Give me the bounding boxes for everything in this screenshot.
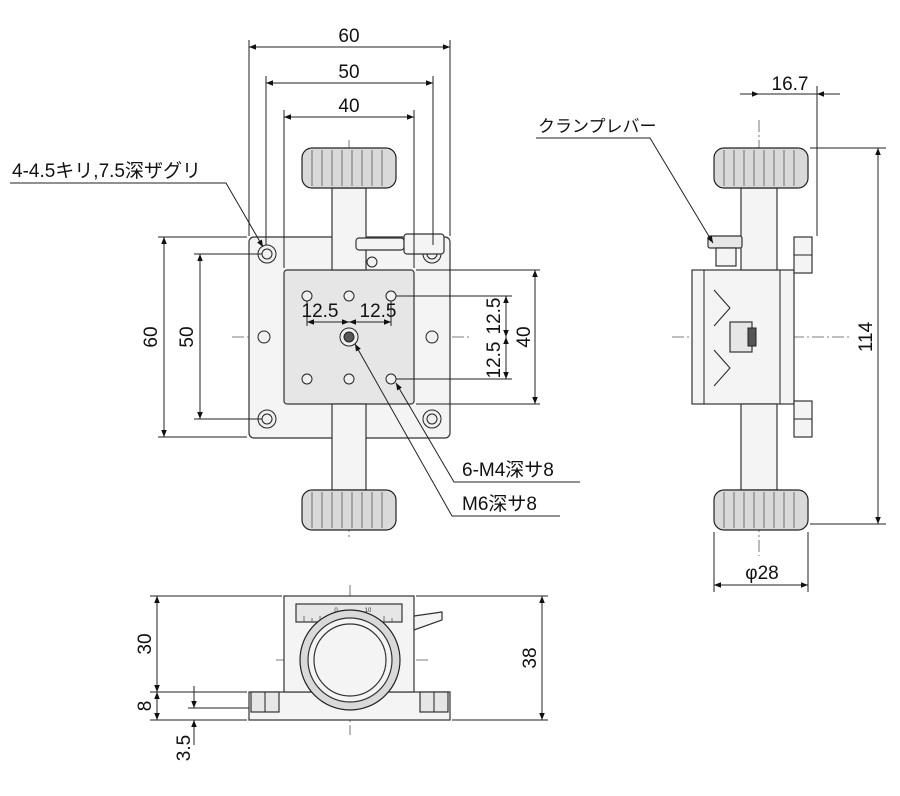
dim-width-50: 50 [338, 62, 359, 83]
dim-pitch-upper: 12.5 [484, 298, 505, 335]
side-upper-knob [713, 147, 809, 189]
dim-pitch-lower: 12.5 [484, 342, 505, 379]
upper-knob [301, 147, 397, 189]
dim-base-8: 8 [135, 701, 156, 712]
tapped-hole-note: 6-M4深サ8 [462, 459, 554, 481]
clamp-lever-label: クランプレバー [538, 117, 657, 136]
side-lower-knob [713, 489, 809, 531]
dim-base-3-5: 3.5 [174, 735, 195, 761]
dim-pitch-left: 12.5 [302, 301, 339, 322]
dim-knob-diameter: φ28 [745, 563, 778, 584]
dim-offset: 16.7 [772, 74, 809, 95]
dim-pitch-right: 12.5 [360, 301, 397, 322]
dim-height-30: 30 [135, 633, 156, 654]
dim-height-total: 114 [856, 321, 877, 352]
scale-mark-10: 10 [365, 608, 372, 614]
center-hole-note: M6深サ8 [462, 493, 537, 515]
dim-width-40: 40 [338, 96, 359, 117]
scale-mark-0: 0 [334, 608, 338, 614]
dim-height-50: 50 [177, 326, 198, 347]
dim-height-60: 60 [141, 326, 162, 347]
dim-width-60: 60 [338, 26, 359, 47]
dim-height-40: 40 [514, 326, 535, 347]
front-view: 0 10 38 30 8 3.5 [135, 585, 548, 761]
top-view: 60 50 40 60 50 40 12.5 12.5 12. [10, 26, 580, 540]
mount-hole-note: 4-4.5キリ,7.5深ザグリ [12, 160, 201, 182]
lower-knob [301, 489, 397, 531]
side-view: 16.7 114 φ28 クランプレバー [536, 74, 886, 592]
dim-height-38: 38 [520, 647, 541, 668]
